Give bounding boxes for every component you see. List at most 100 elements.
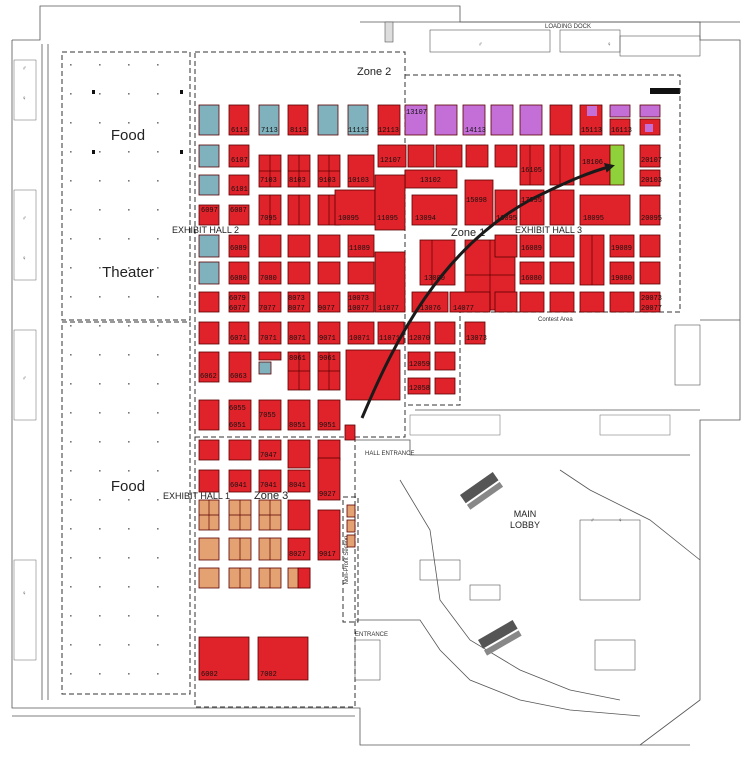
booth-9071[interactable] [317,321,341,345]
booth-17089[interactable] [549,234,575,258]
booth-8041[interactable] [287,469,311,493]
booth-20107[interactable] [639,144,661,168]
booth-6071b[interactable] [228,321,250,345]
booth-9027[interactable] [317,457,341,501]
booth-np-1[interactable] [346,504,356,518]
booth-6089[interactable] [228,234,250,258]
booth-10113[interactable] [317,104,339,136]
booth-tan-7[interactable] [198,567,220,589]
booth-6079[interactable] [198,291,220,313]
booth-14106[interactable] [465,144,489,168]
booth-19080[interactable] [609,261,635,285]
booth-20089[interactable] [639,234,661,258]
booth-9089[interactable] [317,234,341,258]
booth-9021[interactable] [297,567,311,589]
booth-11089[interactable] [347,234,375,258]
booth-15104[interactable] [494,144,518,168]
booth-14110[interactable] [435,144,463,168]
booth-6097b[interactable] [228,204,250,226]
booth-np-3[interactable] [346,534,356,548]
booth-19077[interactable] [609,291,635,313]
booth-6047b[interactable] [228,439,252,461]
booth-8047[interactable] [287,439,311,469]
booth-9080[interactable] [317,261,341,285]
booth-17105[interactable] [549,144,575,186]
booth-18077[interactable] [579,291,605,313]
booth-7077[interactable] [258,291,282,313]
booth-8089[interactable] [287,234,311,258]
booth-7055[interactable] [258,399,282,431]
booth-6097[interactable] [198,204,220,226]
booth-18095[interactable] [549,189,575,226]
booth-6051[interactable] [228,399,252,431]
booth-16113b[interactable] [609,118,631,136]
booth-7041[interactable] [258,469,282,493]
booth-6063[interactable] [228,351,252,383]
booth-13107[interactable] [404,104,428,136]
booth-12070b[interactable] [434,321,456,345]
booth-8051[interactable] [287,399,311,431]
booth-15098[interactable] [464,179,494,226]
booth-purple-c[interactable] [519,104,543,136]
booth-teal-3[interactable] [198,174,220,196]
booth-green[interactable] [609,144,625,186]
booth-6062[interactable] [198,351,220,383]
booth-7089[interactable] [258,234,282,258]
booth-teal-2[interactable] [198,144,220,168]
booth-11095[interactable] [374,174,406,231]
booth-9077[interactable] [317,291,341,313]
booth-12107[interactable] [377,144,407,168]
booth-8031[interactable] [287,499,311,531]
booth-16105[interactable] [519,144,545,186]
booth-teal-6[interactable] [258,361,272,375]
booth-20103[interactable] [639,169,661,187]
booth-8071[interactable] [287,321,311,345]
booth-20095[interactable] [639,194,661,226]
booth-entrance-small[interactable] [344,424,356,441]
booth-teal[interactable] [198,104,220,136]
booth-13073[interactable] [464,321,486,345]
booth-tan-4[interactable] [198,537,220,561]
booth-9047[interactable] [317,439,341,461]
booth-14113[interactable] [462,104,486,136]
booth-6101[interactable] [228,174,250,196]
booth-15077[interactable] [494,291,518,313]
booth-16077[interactable] [519,291,545,313]
booth-12058[interactable] [407,377,431,395]
booth-17077[interactable] [549,291,575,313]
booth-purple-a[interactable] [434,104,458,136]
booth-7071[interactable] [258,321,282,345]
booth-purple-b[interactable] [490,104,514,136]
booth-6055[interactable] [198,399,220,431]
booth-7002[interactable] [257,636,309,681]
booth-20080[interactable] [639,261,661,285]
booth-19089[interactable] [609,234,635,258]
booth-7047[interactable] [258,439,282,461]
booth-7113[interactable] [258,104,280,136]
booth-16089[interactable] [519,234,545,258]
booth-6041[interactable] [198,469,220,493]
booth-15113[interactable] [549,104,573,136]
booth-purple-d[interactable] [609,104,631,118]
booth-12059b[interactable] [434,351,456,371]
booth-6071[interactable] [198,321,220,345]
booth-19095[interactable] [579,194,631,226]
booth-13110[interactable] [407,144,435,168]
booth-7080[interactable] [258,261,282,285]
booth-10103[interactable] [347,154,375,188]
booth-10071[interactable] [347,321,375,345]
booth-9017[interactable] [317,509,341,561]
booth-teal-5[interactable] [198,261,220,285]
booth-17080[interactable] [549,261,575,285]
booth-13089[interactable] [419,239,456,286]
booth-15089[interactable] [494,234,518,258]
booth-12080[interactable] [374,251,406,313]
booth-6077[interactable] [228,291,250,313]
booth-9051[interactable] [317,399,341,431]
booth-purple-e[interactable] [639,104,661,118]
booth-12070[interactable] [407,321,431,345]
booth-11080[interactable] [347,261,375,285]
booth-6041b[interactable] [228,469,252,493]
booth-6113[interactable] [228,104,250,136]
booth-13094[interactable] [411,194,458,226]
